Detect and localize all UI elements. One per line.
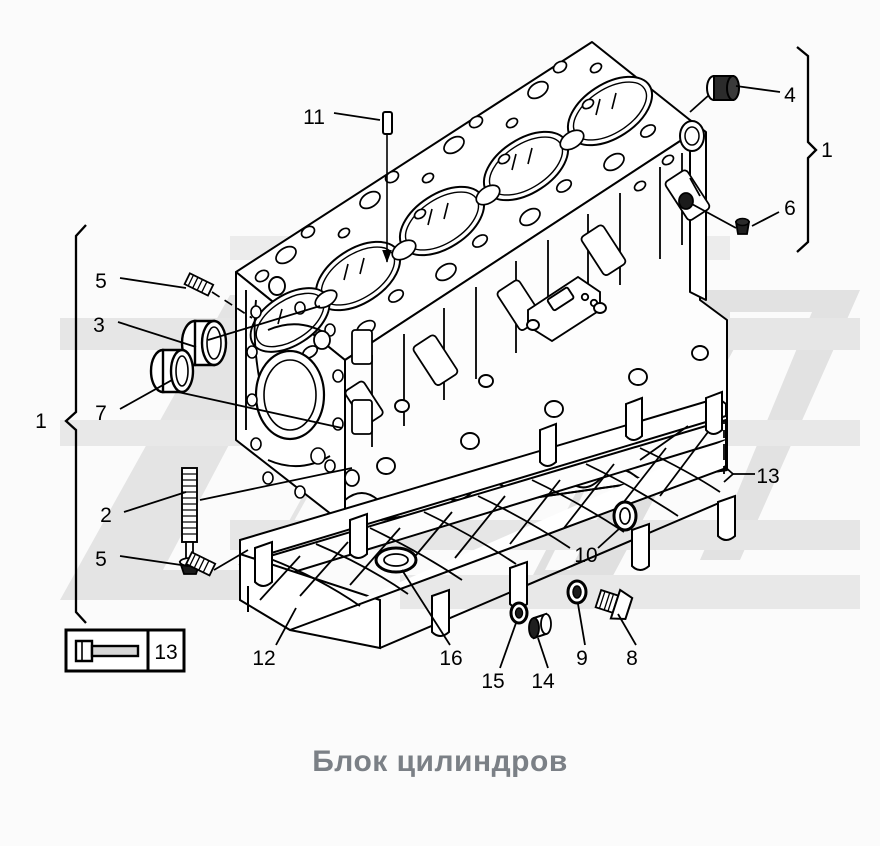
part-hex-bolt-8 [594,588,634,621]
part-stud-screw-5-upper [183,272,253,319]
part-lock-washer-15 [509,601,529,625]
bolt-icon [74,639,140,663]
cylinder-bores [249,75,654,353]
callout-6: 6 [784,197,796,220]
callout-5-upper: 5 [95,270,107,293]
left-face-pockets [313,329,373,487]
bracket-label-left: 1 [35,410,47,433]
callout-16: 16 [439,647,462,670]
sensor-mount-pad [526,275,607,343]
diagram-caption: Блок цилиндров [312,745,568,778]
callout-7: 7 [95,402,107,425]
callout-15: 15 [481,670,504,693]
callout-2: 2 [100,504,112,527]
part-bearing-bush-3 [180,319,228,367]
part-stud-screw-5-lower [184,549,249,577]
legend-number: 13 [154,641,177,664]
callout-labels: 11 4 6 5 3 7 2 5 13 10 12 16 15 14 9 8 [93,84,796,693]
bracket-labels: 1 1 [35,139,833,433]
part-knurled-plug-4 [689,75,740,113]
part-dowel-pin-11 [382,111,393,263]
callout-10: 10 [574,544,597,567]
callout-12: 12 [252,647,275,670]
legend-box [64,628,186,673]
callout-3: 3 [93,314,105,337]
callout-5-lower: 5 [95,548,107,571]
part-small-plug-6 [678,192,751,235]
main-bearing-bosses [376,345,709,475]
bedplate-webs [259,431,721,607]
bedplate-bolt-bosses [254,390,736,637]
part-o-ring-seal-10 [612,500,638,532]
part-oil-gallery-ring-16 [374,546,418,574]
callout-14: 14 [531,670,555,693]
callout-4: 4 [784,84,796,107]
bracket-right [796,46,818,253]
part-washer-9 [566,579,588,605]
callout-9: 9 [576,647,588,670]
deck-bolt-holes [254,60,675,359]
part-nut-14 [528,612,552,640]
bracket-label-right: 1 [821,139,833,162]
callout-13-right: 13 [756,465,779,488]
flywheel-housing-flange [245,290,331,468]
leader-lines [117,85,781,669]
callout-8: 8 [626,647,638,670]
bracket-left [64,224,87,624]
part-bearing-bush-7 [149,348,195,394]
callout-11: 11 [303,106,325,129]
